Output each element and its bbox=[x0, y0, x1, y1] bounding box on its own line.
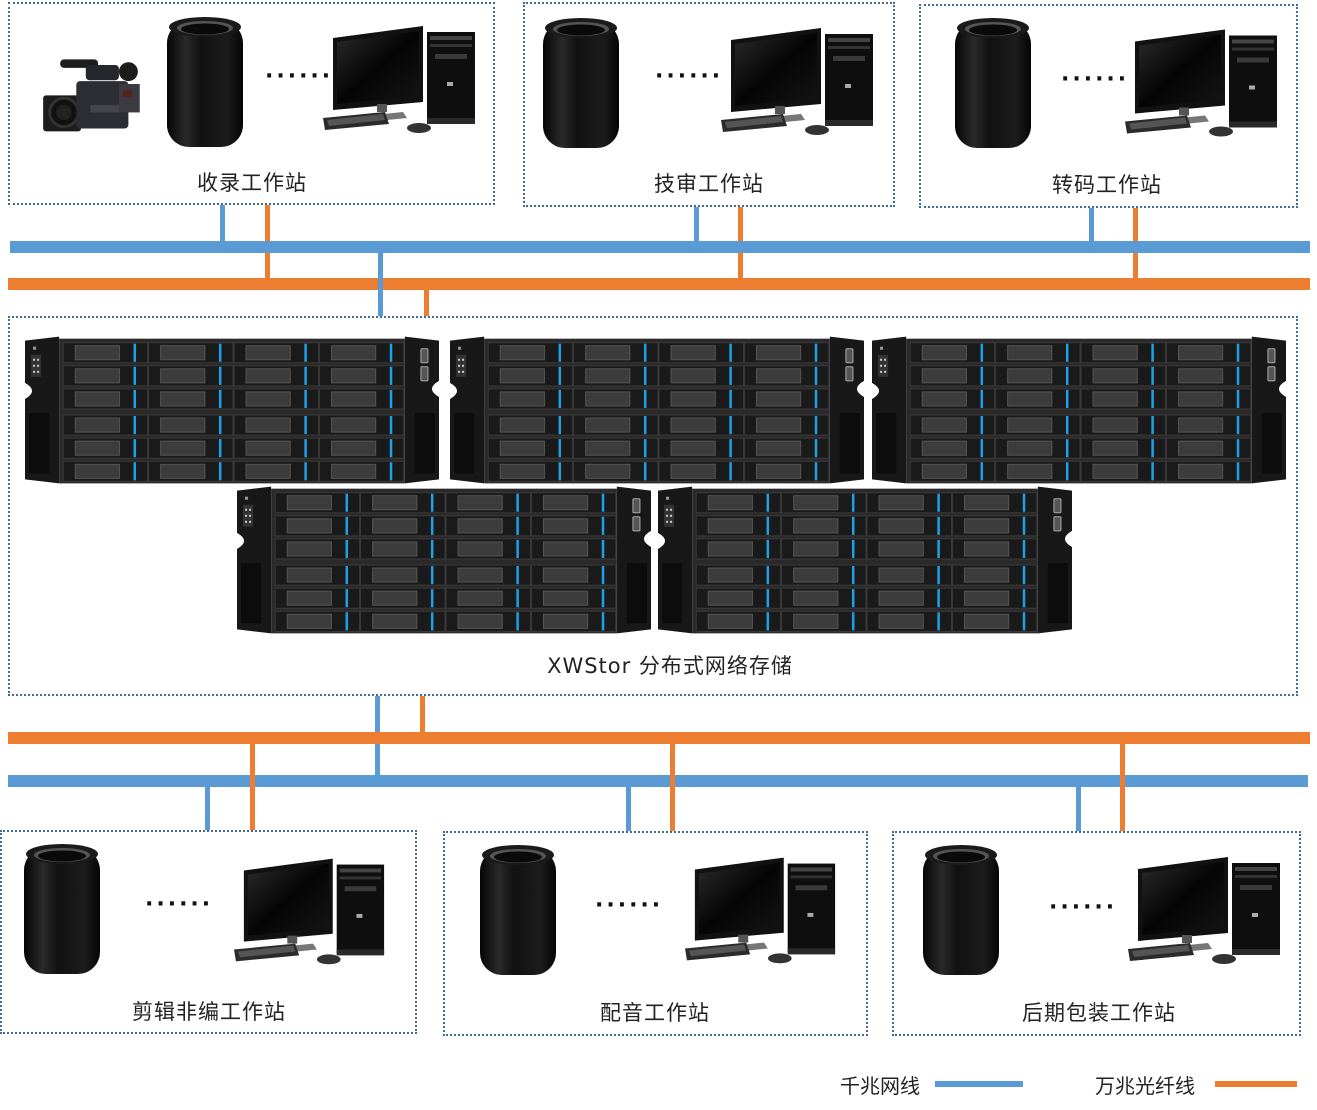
legend-label-gigabit: 千兆网线 bbox=[840, 1074, 920, 1098]
desktop-pc-icon bbox=[234, 852, 392, 967]
desktop-pc-icon bbox=[1125, 22, 1285, 140]
legend-label-fiber: 万兆光纤线 bbox=[1095, 1074, 1195, 1098]
gigabit-drop-editing bbox=[205, 787, 210, 831]
desktop-pc-icon bbox=[721, 22, 881, 137]
storage-server-unit bbox=[450, 332, 864, 484]
mac-pro-icon bbox=[921, 841, 1001, 981]
ellipsis: ······ bbox=[145, 892, 214, 917]
ellipsis: ······ bbox=[655, 64, 724, 89]
desktop-pc-icon bbox=[685, 851, 843, 966]
fiber-drop-storage-bottom bbox=[420, 696, 425, 734]
gigabit-drop-tech-review bbox=[694, 207, 699, 245]
storage-server-unit bbox=[25, 332, 439, 484]
fiber-drop-dubbing bbox=[670, 744, 675, 832]
legend-swatch-fiber bbox=[1215, 1081, 1297, 1087]
group-box-dubbing: ······ 配音工作站 bbox=[443, 831, 868, 1036]
group-label: 剪辑非编工作站 bbox=[132, 1000, 286, 1024]
group-box-tech-review: ······ 技审工作站 bbox=[523, 2, 895, 207]
gigabit-bus-top bbox=[10, 241, 1310, 253]
fiber-drop-packaging bbox=[1120, 744, 1125, 832]
group-label: 后期包装工作站 bbox=[1022, 1001, 1176, 1025]
storage-server-unit bbox=[237, 482, 651, 634]
ellipsis: ······ bbox=[265, 64, 334, 89]
group-label: 转码工作站 bbox=[1052, 173, 1162, 197]
ellipsis: ······ bbox=[595, 893, 664, 918]
fiber-drop-editing bbox=[250, 744, 255, 831]
fiber-bus-bottom bbox=[8, 732, 1310, 744]
video-camera-icon bbox=[28, 48, 153, 138]
gigabit-drop-storage-top bbox=[378, 253, 383, 317]
ellipsis: ······ bbox=[1061, 67, 1130, 92]
desktop-pc-icon bbox=[1128, 851, 1288, 966]
mac-pro-icon bbox=[541, 14, 621, 154]
gigabit-drop-dubbing bbox=[626, 787, 631, 832]
ellipsis: ······ bbox=[1049, 895, 1118, 920]
gigabit-drop-transcode bbox=[1089, 208, 1094, 245]
group-box-packaging: ······ 后期包装工作站 bbox=[892, 831, 1301, 1036]
gigabit-bus-bottom bbox=[8, 775, 1308, 787]
mac-pro-icon bbox=[22, 840, 102, 980]
group-box-capture: ······ 收录工作站 bbox=[8, 2, 495, 205]
group-label: 收录工作站 bbox=[197, 171, 307, 195]
group-box-editing: ······ 剪辑非编工作站 bbox=[0, 830, 417, 1034]
gigabit-drop-capture bbox=[220, 205, 225, 245]
group-box-transcode: ······ 转码工作站 bbox=[919, 4, 1298, 208]
group-label: 技审工作站 bbox=[654, 172, 764, 196]
mac-pro-icon bbox=[953, 14, 1033, 154]
gigabit-drop-packaging bbox=[1076, 787, 1081, 832]
storage-box: XWStor 分布式网络存储 bbox=[8, 316, 1298, 696]
legend-swatch-gigabit bbox=[935, 1081, 1023, 1087]
group-label: 配音工作站 bbox=[600, 1001, 710, 1025]
mac-pro-icon bbox=[478, 841, 558, 981]
storage-server-unit bbox=[872, 332, 1286, 484]
storage-label: XWStor 分布式网络存储 bbox=[547, 654, 793, 678]
mac-pro-icon bbox=[165, 13, 245, 153]
storage-server-unit bbox=[658, 482, 1072, 634]
fiber-bus-top bbox=[8, 278, 1310, 290]
desktop-pc-icon bbox=[323, 20, 483, 135]
fiber-drop-storage-top bbox=[424, 290, 429, 317]
